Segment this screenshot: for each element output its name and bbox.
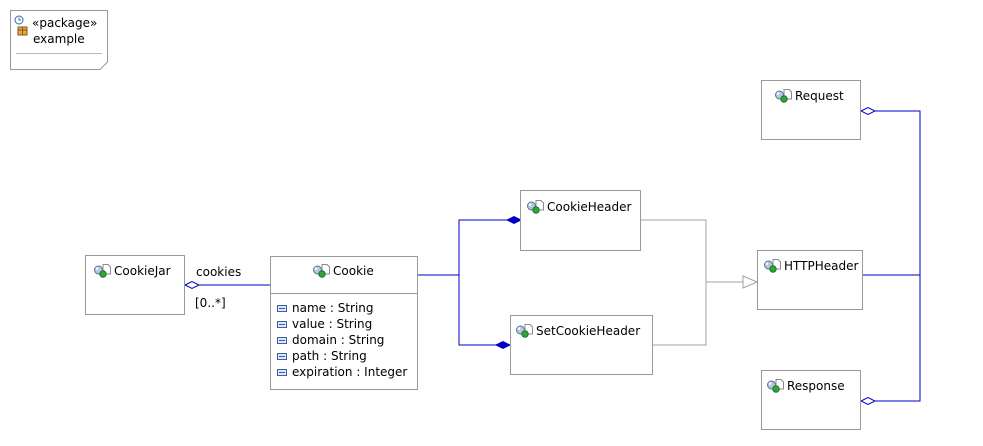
edge-cookie-cookieheader[interactable] [417, 215, 523, 276]
package-name: example [33, 32, 85, 46]
class-cookiejar[interactable]: CookieJar [85, 255, 185, 315]
class-setcookieheader[interactable]: SetCookieHeader [510, 315, 653, 375]
class-response[interactable]: Response [761, 370, 861, 430]
package-note-shape [10, 10, 108, 70]
edge-generalization-httpheader[interactable] [640, 219, 759, 346]
package-stereotype: «package» [32, 16, 98, 30]
class-cookieheader[interactable]: CookieHeader [520, 190, 641, 251]
attribute-separator [271, 293, 417, 294]
package-icon [14, 15, 28, 36]
class-name: SetCookieHeader [536, 324, 641, 338]
attribute-label: expiration : Integer [292, 365, 408, 379]
package-note[interactable]: «package» example [10, 10, 108, 70]
class-icon [94, 264, 111, 278]
class-name: Cookie [333, 264, 374, 278]
class-icon [775, 89, 792, 103]
class-name: HTTPHeader [784, 259, 859, 273]
class-icon [764, 259, 781, 273]
edge-cookiejar-cookie[interactable] [183, 280, 271, 290]
attribute-icon [277, 320, 287, 328]
class-name: CookieHeader [547, 200, 632, 214]
attribute-label: path : String [292, 349, 367, 363]
attribute-row[interactable]: value : String [277, 316, 407, 332]
edge-httpheader-response[interactable] [859, 275, 921, 406]
edge-httpheader-request[interactable] [859, 106, 921, 276]
class-name: Response [787, 379, 845, 393]
class-icon [516, 324, 533, 338]
attribute-icon [277, 368, 287, 376]
attribute-icon [277, 304, 287, 312]
class-icon [313, 264, 330, 278]
class-icon [767, 379, 784, 393]
attribute-row[interactable]: path : String [277, 348, 407, 364]
attribute-label: value : String [292, 317, 373, 331]
class-httpheader[interactable]: HTTPHeader [757, 250, 863, 310]
attribute-row[interactable]: domain : String [277, 332, 407, 348]
association-role-label: cookies [196, 265, 242, 279]
class-cookie[interactable]: Cookie name : String value : String doma… [270, 256, 418, 390]
edge-cookie-setcookieheader[interactable] [458, 275, 512, 350]
class-icon [527, 200, 544, 214]
attribute-row[interactable]: name : String [277, 300, 407, 316]
class-request[interactable]: Request [761, 80, 861, 140]
class-name: CookieJar [114, 264, 171, 278]
association-multiplicity-label: [0..*] [195, 296, 226, 310]
class-name: Request [795, 89, 844, 103]
attribute-icon [277, 336, 287, 344]
attribute-label: domain : String [292, 333, 385, 347]
attribute-label: name : String [292, 301, 374, 315]
attribute-icon [277, 352, 287, 360]
attribute-row[interactable]: expiration : Integer [277, 364, 407, 380]
attribute-list: name : String value : String domain : St… [277, 300, 407, 380]
